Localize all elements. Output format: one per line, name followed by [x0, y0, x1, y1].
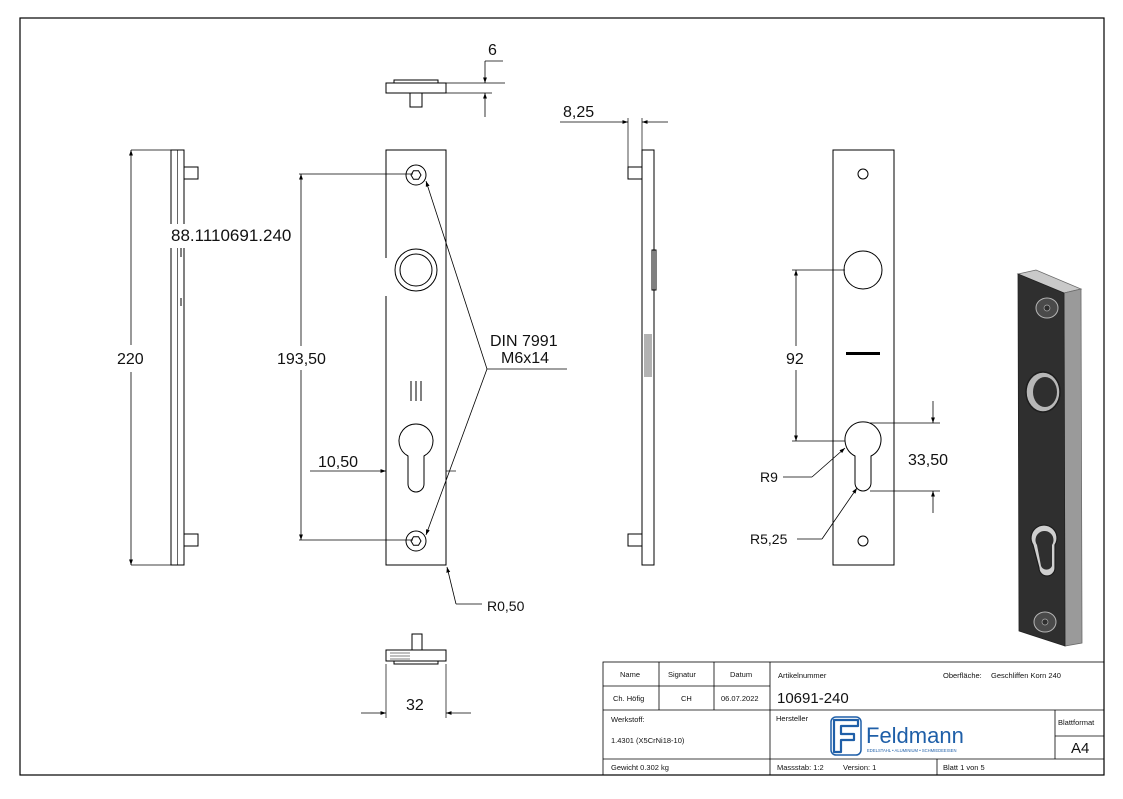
tb-header-signature: Signatur — [668, 670, 696, 679]
tb-article-label: Artikelnummer — [778, 671, 827, 680]
tb-weight: Gewicht 0.302 kg — [611, 763, 669, 772]
tb-scale: Massstab: 1:2 — [777, 763, 824, 772]
rear-view — [783, 149, 940, 566]
dim-offset: 8,25 — [563, 104, 594, 121]
tb-name: Ch. Höfig — [613, 694, 644, 703]
feldmann-logo: Feldmann EDELSTAHL • ALUMINIUM • SCHMIED… — [830, 716, 964, 756]
part-label-mask — [163, 224, 321, 248]
tb-header-date: Datum — [730, 670, 752, 679]
tb-date: 06.07.2022 — [721, 694, 759, 703]
tb-surface-value: Geschliffen Korn 240 — [991, 671, 1061, 680]
bottom-view — [361, 633, 471, 718]
front-view-dims — [299, 173, 567, 605]
top-view — [385, 60, 505, 117]
tb-sheet: Blatt 1 von 5 — [943, 763, 985, 772]
tb-manufacturer-label: Hersteller — [776, 714, 809, 723]
title-block — [602, 661, 1105, 776]
rosette-ring — [394, 248, 438, 292]
part-label-stubs — [170, 248, 182, 306]
company-name: Feldmann — [866, 723, 964, 748]
dim-overall-height: 220 — [117, 351, 144, 368]
feldmann-logo-icon — [832, 718, 860, 754]
tb-signature: CH — [681, 694, 692, 703]
dim-edge-offset: 10,50 — [318, 454, 358, 471]
tb-format-value: A4 — [1071, 740, 1089, 757]
screw-hole-bottom — [405, 530, 427, 552]
sheet-border — [19, 17, 1105, 776]
front-view-plate — [384, 149, 447, 566]
side-view-right — [560, 118, 668, 566]
dim-corner-radius: R0,50 — [487, 598, 525, 614]
tb-format-label: Blattformat — [1058, 718, 1095, 727]
dim-width: 32 — [406, 697, 424, 714]
side-view-left — [129, 149, 199, 566]
tb-version: Version: 1 — [843, 763, 876, 772]
screw-spec-line2: M6x14 — [501, 350, 549, 367]
dim-220-mask — [113, 347, 151, 369]
tb-surface-label: Oberfläche: — [943, 671, 982, 680]
dim-thickness: 6 — [488, 42, 497, 59]
dim-radius-top: R9 — [760, 469, 778, 485]
screw-spec-line1: DIN 7991 — [490, 333, 558, 350]
dim-center-distance: 92 — [786, 351, 804, 368]
part-label: 88.1110691.240 — [171, 226, 291, 245]
rear-cylinder-cutout — [844, 421, 882, 492]
dim-radius-bottom: R5,25 — [750, 531, 788, 547]
tb-material-label: Werkstoff: — [611, 715, 644, 724]
dim-hole-spacing: 193,50 — [277, 351, 326, 368]
rosette-hole — [843, 250, 883, 290]
cylinder-cutout — [398, 423, 434, 493]
screw-hole-top — [405, 164, 427, 186]
tb-material-value: 1.4301 (X5CrNi18-10) — [611, 736, 685, 745]
tb-header-name: Name — [620, 670, 640, 679]
tb-article-number: 10691-240 — [777, 690, 849, 707]
company-tagline: EDELSTAHL • ALUMINIUM • SCHMIEDEEISEN — [867, 748, 957, 753]
render-3d — [1016, 269, 1083, 647]
dim-cylinder-height: 33,50 — [908, 452, 948, 469]
